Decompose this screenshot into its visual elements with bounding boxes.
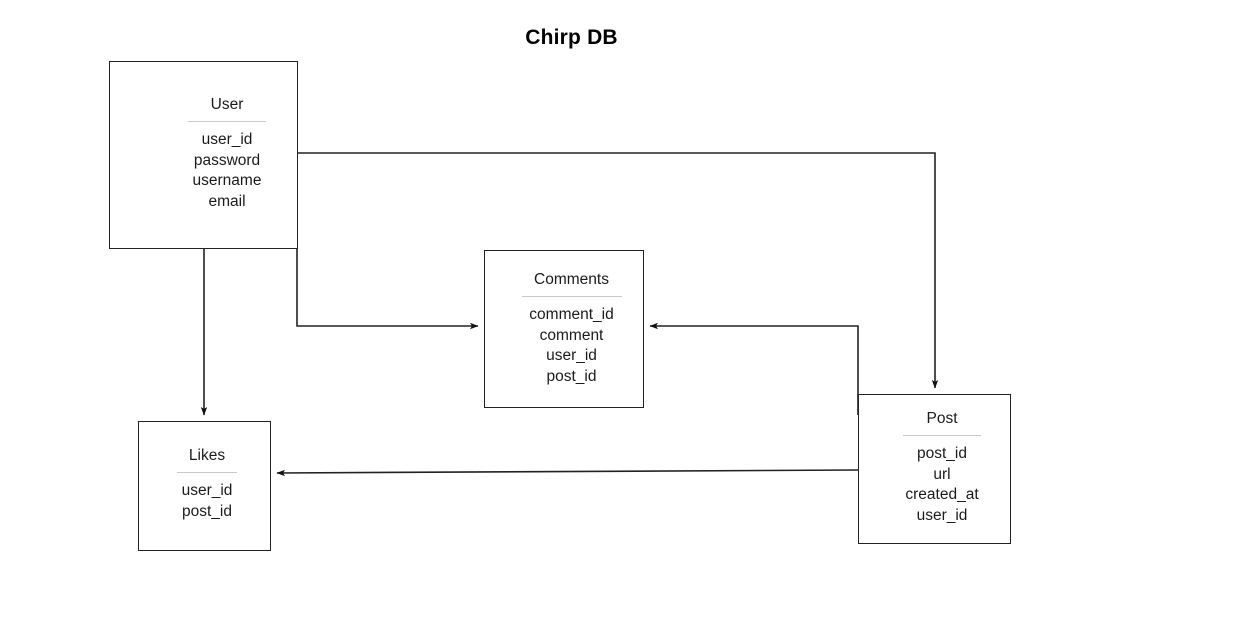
entity-user-fields: user_id password username email bbox=[193, 130, 262, 212]
entity-post[interactable]: Post post_id url created_at user_id bbox=[858, 394, 1011, 544]
connector-user-to-comments bbox=[296, 249, 479, 330]
entity-likes-divider bbox=[177, 472, 237, 474]
field-comments-1: comment bbox=[539, 326, 604, 344]
entity-user-title: User bbox=[210, 96, 244, 113]
field-user-1: password bbox=[193, 151, 261, 169]
page-title: Chirp DB bbox=[525, 26, 618, 49]
field-post-1: url bbox=[933, 465, 951, 483]
field-comments-0: comment_id bbox=[529, 306, 614, 324]
entity-comments-title: Comments bbox=[534, 271, 609, 288]
field-user-2: username bbox=[192, 172, 262, 190]
field-comments-3: post_id bbox=[546, 367, 597, 385]
entity-user-divider bbox=[188, 121, 266, 123]
entity-likes[interactable]: Likes user_id post_id bbox=[138, 421, 271, 551]
entity-comments[interactable]: Comments comment_id comment user_id post… bbox=[484, 250, 644, 408]
entity-post-title: Post bbox=[926, 410, 958, 427]
field-likes-0: user_id bbox=[181, 482, 233, 500]
field-comments-2: user_id bbox=[546, 347, 597, 365]
field-post-0: post_id bbox=[917, 445, 967, 463]
field-post-3: user_id bbox=[916, 506, 968, 524]
entity-likes-title: Likes bbox=[188, 447, 226, 464]
connector-post-to-comments bbox=[649, 322, 859, 415]
entity-comments-divider bbox=[521, 296, 622, 298]
entity-post-divider bbox=[903, 435, 981, 437]
connector-post-to-likes bbox=[276, 469, 859, 477]
field-post-2: created_at bbox=[905, 486, 979, 504]
entity-user[interactable]: User user_id password username email bbox=[109, 61, 298, 249]
field-user-0: user_id bbox=[201, 131, 253, 149]
field-user-3: email bbox=[208, 192, 246, 210]
entity-post-fields: post_id url created_at user_id bbox=[905, 444, 978, 526]
field-likes-1: post_id bbox=[182, 502, 232, 520]
entity-likes-fields: user_id post_id bbox=[182, 481, 233, 522]
entity-comments-fields: comment_id comment user_id post_id bbox=[529, 305, 613, 387]
connector-user-to-post bbox=[298, 152, 939, 389]
